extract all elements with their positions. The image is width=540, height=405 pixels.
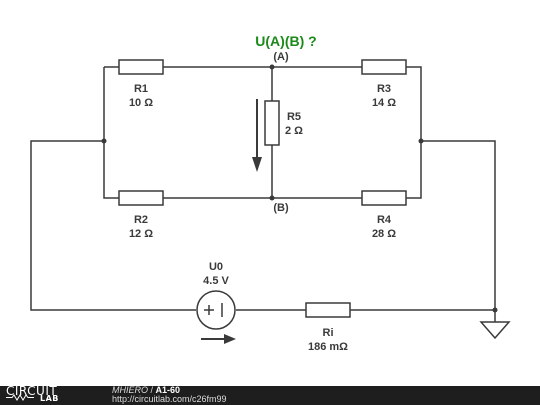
wires [30, 66, 496, 322]
resistor-r5 [264, 100, 280, 146]
resistor-zigzag-icon [6, 394, 34, 401]
question-title: U(A)(B) ? [255, 33, 316, 49]
junction-left [101, 138, 107, 144]
footer-project[interactable]: A1-60 [155, 385, 181, 395]
junction-ground [492, 307, 498, 313]
circuit-schematic: U(A)(B) ? (A) (B) R1 10 Ω R3 14 Ω R5 2 Ω… [30, 33, 511, 353]
current-arrow-icon [201, 334, 236, 344]
logo-text-top: CIRCUIT [6, 384, 58, 398]
u0-name: U0 [209, 261, 223, 273]
junction-right [418, 138, 424, 144]
r5-value: 2 Ω [285, 125, 303, 137]
footer-user[interactable]: MHIERO [112, 385, 148, 395]
node-a-label: (A) [273, 51, 289, 63]
footer-bar: CIRCUIT LAB MHIERO / A1-60 http://circui… [0, 384, 540, 405]
resistor-r1 [118, 59, 164, 75]
u0-value: 4.5 V [203, 275, 229, 287]
ri-name: Ri [323, 327, 334, 339]
resistor-r2 [118, 190, 164, 206]
footer-url[interactable]: http://circuitlab.com/c26fm99 [112, 394, 227, 404]
resistor-ri [305, 302, 351, 318]
logo-text-bottom: LAB [6, 394, 59, 403]
resistor-r3 [361, 59, 407, 75]
r5-name: R5 [287, 111, 301, 123]
node-b-label: (B) [273, 202, 289, 214]
footer-separator: / [148, 385, 156, 395]
r4-value: 28 Ω [372, 228, 396, 240]
r1-name: R1 [134, 83, 148, 95]
footer-info: MHIERO / A1-60 http://circuitlab.com/c26… [112, 386, 227, 404]
resistor-r4 [361, 190, 407, 206]
voltage-source-u0 [196, 290, 236, 330]
r3-name: R3 [377, 83, 391, 95]
circuitlab-logo[interactable]: CIRCUIT LAB [6, 384, 98, 405]
junction-a [269, 64, 275, 70]
r3-value: 14 Ω [372, 97, 396, 109]
r2-name: R2 [134, 214, 148, 226]
r4-name: R4 [377, 214, 392, 226]
ground-icon [479, 321, 511, 340]
junction-b [269, 195, 275, 201]
footer-path: MHIERO / A1-60 [112, 386, 227, 395]
ri-value: 186 mΩ [308, 341, 348, 353]
logo-lab: LAB [40, 394, 59, 403]
r1-value: 10 Ω [129, 97, 153, 109]
r2-value: 12 Ω [129, 228, 153, 240]
voltage-arrow-icon [252, 99, 262, 172]
